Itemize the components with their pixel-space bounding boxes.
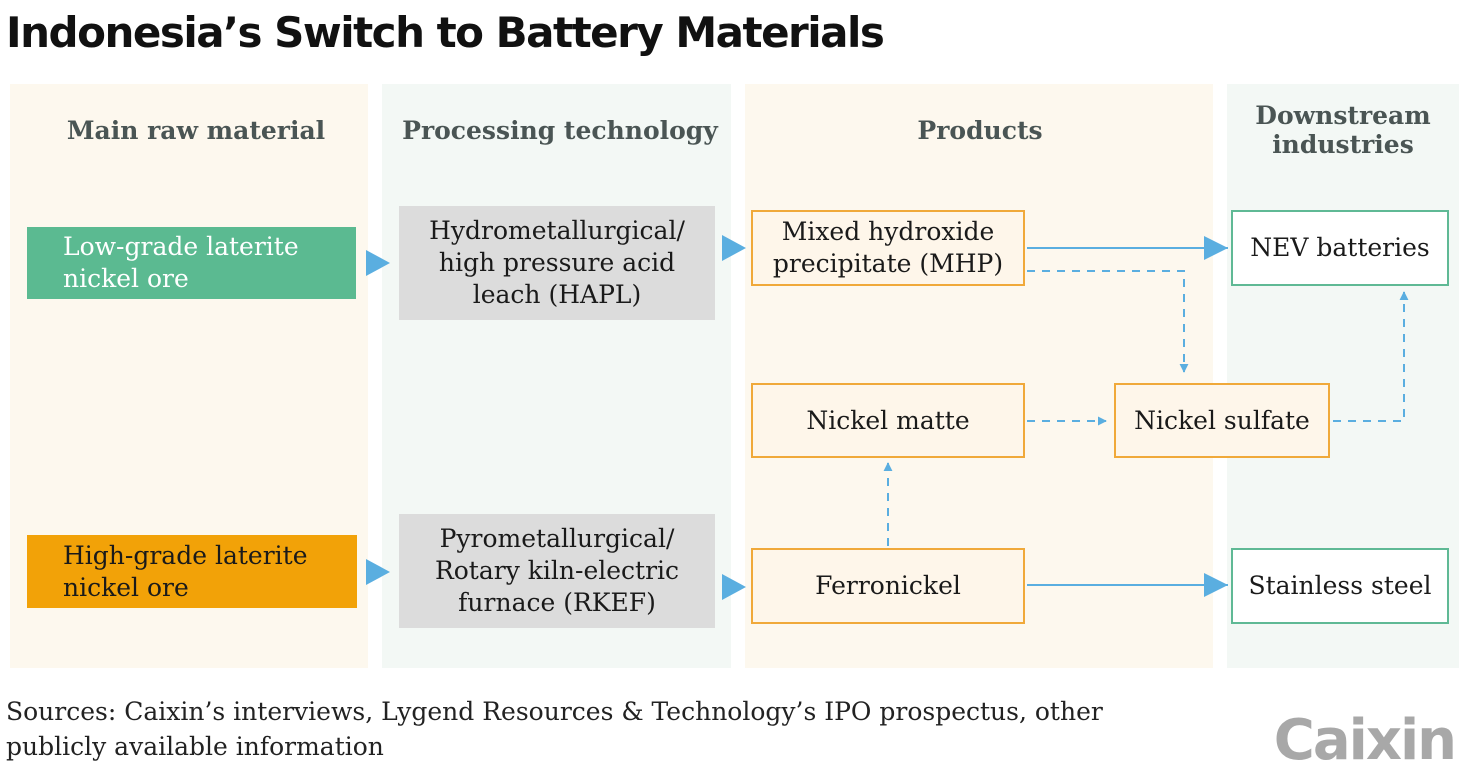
high-grade-ore-line2: nickel ore [63,572,189,602]
low-grade-ore-line1: Low-grade laterite [63,232,299,261]
pyrometallurgical-box: Pyrometallurgical/ Rotary kiln-electric … [399,514,715,628]
pyro-line3: furnace (RKEF) [458,588,656,617]
nickel-sulfate-label: Nickel sulfate [1134,405,1310,435]
mhp-line1: Mixed hydroxide [781,217,995,246]
ferronickel-label: Ferronickel [815,571,961,600]
high-grade-ore-line1: High-grade laterite [63,540,308,570]
sources-line2: publicly available information [6,732,384,761]
pyro-line2: Rotary kiln-electric [434,556,680,585]
nev-batteries-label: NEV batteries [1250,233,1430,262]
low-grade-ore-line2: nickel ore [63,264,189,293]
nickel-matte-box: Nickel matte [751,383,1025,458]
arrow-high-grade-to-pyro [366,559,390,585]
header-downstream-line2: industries [1272,130,1414,159]
low-grade-ore-box: Low-grade laterite nickel ore [27,227,356,299]
arrow-sulfate-to-nev [1333,291,1409,422]
stainless-steel-label: Stainless steel [1248,571,1432,600]
sources-note: Sources: Caixin’s interviews, Lygend Res… [6,694,1206,764]
pyro-line1: Pyrometallurgical/ [439,524,675,553]
stainless-steel-box: Stainless steel [1231,548,1449,624]
header-processing-technology: Processing technology [402,116,718,145]
arrow-hydro-to-mhp [722,235,746,261]
header-downstream: Downstream industries [1227,101,1459,159]
sources-line1: Sources: Caixin’s interviews, Lygend Res… [6,697,1103,726]
caixin-logo: Caixin [1273,708,1457,773]
chart-title: Indonesia’s Switch to Battery Materials [6,8,885,57]
hydro-line1: Hydrometallurgical/ [429,216,685,245]
header-products: Products [917,116,1043,145]
nev-batteries-box: NEV batteries [1231,210,1449,286]
arrow-pyro-to-ferronickel [722,574,746,600]
mhp-line2: precipitate (MHP) [772,249,1004,278]
header-raw-material: Main raw material [66,116,326,145]
nickel-sulfate-box: Nickel sulfate [1114,383,1330,458]
arrow-mhp-to-sulfate [1027,270,1189,373]
hydro-line2: high pressure acid [438,248,676,277]
arrow-low-grade-to-hydro [366,250,390,276]
high-grade-ore-box: High-grade laterite nickel ore [27,535,357,608]
mhp-box: Mixed hydroxide precipitate (MHP) [751,210,1025,286]
hydrometallurgical-box: Hydrometallurgical/ high pressure acid l… [399,206,715,320]
nickel-matte-label: Nickel matte [806,405,970,435]
header-downstream-line1: Downstream [1255,101,1431,130]
ferronickel-box: Ferronickel [751,548,1025,624]
hydro-line3: leach (HAPL) [472,280,642,309]
